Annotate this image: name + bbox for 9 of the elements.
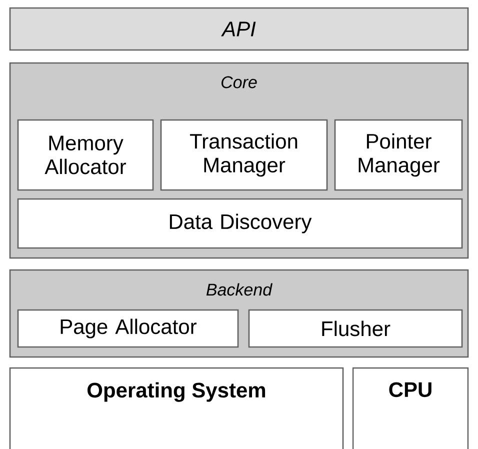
component-box: Pointer Manager — [334, 119, 463, 191]
platform-box: CPU — [352, 367, 469, 449]
component-box: Data Discovery — [17, 198, 463, 249]
platform-box: Operating System — [9, 367, 344, 449]
layer-band: API — [9, 7, 469, 51]
component-box: Transaction Manager — [160, 119, 328, 191]
component-box: Memory Allocator — [17, 119, 154, 191]
component-box: Page Allocator — [17, 309, 239, 348]
component-box: Flusher — [248, 309, 463, 348]
